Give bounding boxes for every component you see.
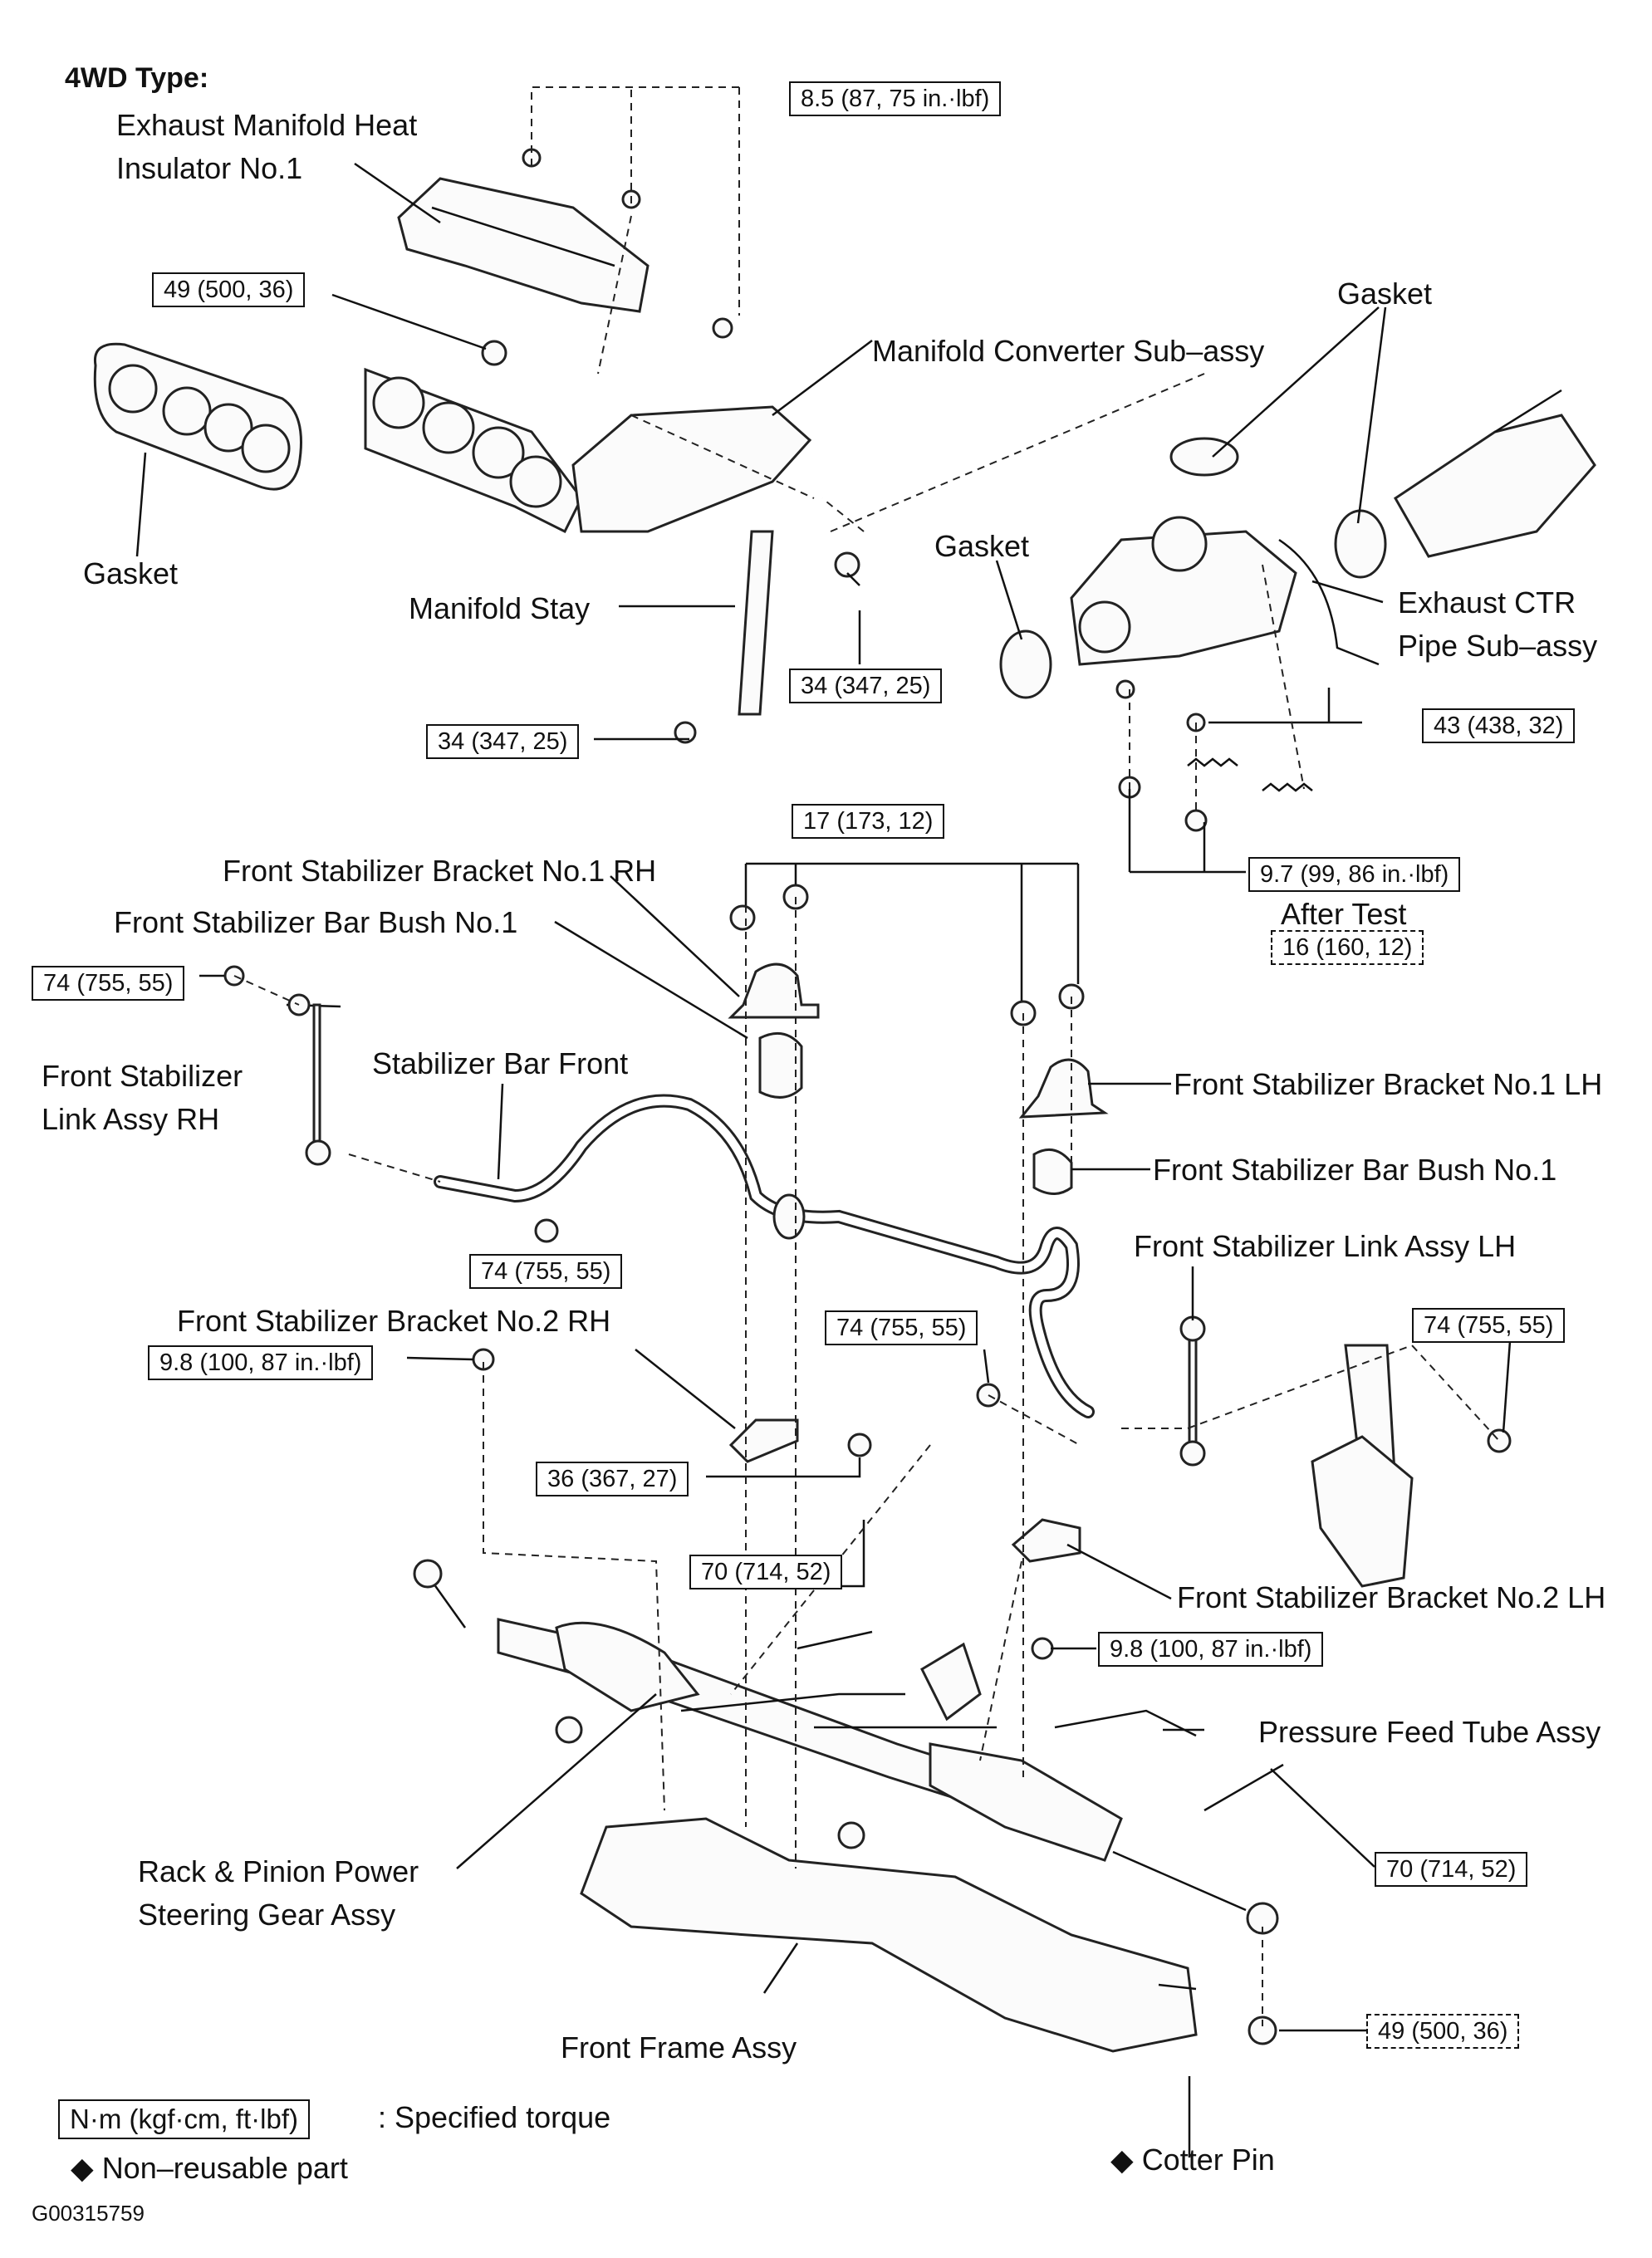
manifold-gasket-left-part (93, 342, 302, 491)
torque-box-74-bar: 74 (755, 55) (469, 1254, 623, 1289)
fasteners (223, 148, 1512, 2045)
legend-unit-box: N·m (kgf·cm, ft·lbf) (58, 2099, 310, 2139)
label-pressure-feed-tube: Pressure Feed Tube Assy (1258, 1715, 1601, 1749)
label-stab-bush1-lh: Front Stabilizer Bar Bush No.1 (1153, 1153, 1557, 1187)
stab-bracket2-rh-part (728, 1418, 799, 1463)
torque-box-34-left: 34 (347, 25) (426, 724, 580, 759)
legend-unit-text: : Specified torque (378, 2100, 611, 2134)
steering-knuckle-part (1311, 1344, 1414, 1588)
label-gasket-top-right: Gasket (1337, 277, 1433, 311)
front-frame-part (580, 1817, 1198, 2053)
torque-box-17: 17 (173, 12) (792, 804, 945, 839)
torque-box-43: 43 (438, 32) (1422, 708, 1576, 743)
torque-box-70-right: 70 (714, 52) (1375, 1852, 1528, 1887)
label-stab-link-rh: Front Stabilizer Link Assy RH (42, 1059, 243, 1137)
label-stab-bracket2-lh: Front Stabilizer Bracket No.2 LH (1177, 1580, 1606, 1614)
label-manifold-converter: Manifold Converter Sub–assy (872, 334, 1265, 368)
stab-link-lh-part (1179, 1315, 1206, 1467)
torque-box-70-left: 70 (714, 52) (689, 1555, 843, 1589)
torque-box-8-5: 8.5 (87, 75 in.·lbf) (789, 81, 1002, 116)
label-stab-bracket2-rh: Front Stabilizer Bracket No.2 RH (177, 1304, 611, 1338)
label-cotter-pin: ◆ Cotter Pin (1110, 2143, 1275, 2177)
label-stab-link-lh: Front Stabilizer Link Assy LH (1134, 1229, 1517, 1263)
torque-box-74-link-lh: 74 (755, 55) (1412, 1308, 1566, 1343)
leader-lines (135, 162, 1512, 2158)
heat-insulator-part (397, 177, 650, 313)
label-stab-bush1-rh: Front Stabilizer Bar Bush No.1 (114, 905, 518, 939)
label-front-frame: Front Frame Assy (561, 2030, 797, 2065)
stab-bush1-rh-part (758, 1031, 803, 1099)
legend-non-reusable: ◆ Non–reusable part (71, 2151, 348, 2185)
torque-box-36: 36 (367, 27) (536, 1462, 689, 1496)
steering-gear-part (413, 1559, 1279, 1935)
torque-box-49-top: 49 (500, 36) (152, 272, 306, 307)
manifold-converter-part (364, 367, 812, 534)
exhaust-ctr-pipe-part (999, 389, 1596, 699)
manifold-stay-part (738, 530, 774, 716)
label-gasket-left: Gasket (83, 556, 179, 590)
torque-box-74-link-rh: 74 (755, 55) (32, 966, 185, 1001)
label-steering-gear: Rack & Pinion Power Steering Gear Assy (138, 1854, 419, 1932)
compression-springs (1187, 757, 1313, 792)
page-header: 4WD Type: (65, 62, 209, 94)
label-heat-insulator: Exhaust Manifold Heat Insulator No.1 (116, 108, 418, 186)
torque-box-34-right: 34 (347, 25) (789, 669, 943, 703)
label-stab-bracket1-rh: Front Stabilizer Bracket No.1 RH (223, 854, 657, 888)
torque-box-9-8-right: 9.8 (100, 87 in.·lbf) (1098, 1632, 1324, 1667)
torque-box-74-mid: 74 (755, 55) (825, 1310, 978, 1345)
label-manifold-stay: Manifold Stay (409, 591, 591, 625)
figure-code: G00315759 (32, 2201, 145, 2226)
stab-link-rh-part (286, 993, 341, 1166)
torque-box-9-8-left: 9.8 (100, 87 in.·lbf) (148, 1345, 374, 1380)
torque-box-49-bottom: 49 (500, 36) (1366, 2014, 1520, 2049)
label-after-test: After Test (1281, 897, 1407, 931)
stab-bush1-lh-part (1032, 1148, 1073, 1195)
label-stab-bracket1-lh: Front Stabilizer Bracket No.1 LH (1174, 1067, 1603, 1101)
label-gasket-mid: Gasket (934, 529, 1030, 563)
torque-box-16: 16 (160, 12) (1271, 930, 1424, 965)
stab-bracket1-rh-part (728, 962, 820, 1019)
label-exhaust-ctr-pipe: Exhaust CTR Pipe Sub–assy (1398, 585, 1598, 664)
label-stab-bar-front: Stabilizer Bar Front (372, 1046, 629, 1080)
stab-bracket1-lh-part (1018, 1058, 1109, 1119)
stab-bracket2-lh-part (1011, 1518, 1081, 1563)
torque-box-9-7: 9.7 (99, 86 in.·lbf) (1248, 857, 1461, 892)
